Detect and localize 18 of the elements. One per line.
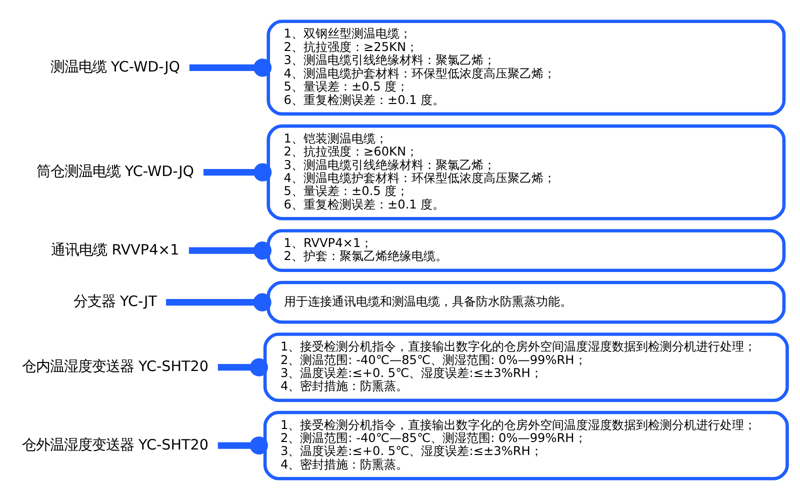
node-box: 1、接受检测分机指令，直接输出数字化的仓房外空间温度湿度数据到检测分机进行处理； 2、测温范围: -40℃—85℃、测湿范围: 0%—99%RH； 3、温度误差:≤+0. 5℃、湿度误差:≤±3%RH； 4、密封措施：防熏蒸。 [263,410,789,480]
node-box: 用于连接通讯电缆和测温电缆，具备防水防熏蒸功能。 [266,280,786,324]
connector [218,358,268,376]
node-text: 测温电缆 YC-WD-JQ [50,59,180,76]
node-box: 1、接受检测分机指令，直接输出数字化的仓房外空间温度湿度数据到检测分机进行处理； 2、测温范围: -40℃—85℃、测湿范围: 0%—99%RH； 3、温度误差:≤+0. 5℃、湿度误差:≤±3%RH； 4、密封措施：防熏蒸。 [263,332,789,402]
node-text: 仓内温湿度变送器 YC-SHT20 [22,359,208,376]
node-box: 1、铠装测温电缆； 2、抗拉强度：≥60KN； 3、测温电缆引线绝缘材料：聚氯乙烯； 4、测温电缆护套材料：环保型低浓度高压聚乙烯； 5、量误差：±0.5 度； 6、重复检测误差：±0.1 度。 [266,124,786,220]
connector [188,242,272,260]
connector [218,436,268,455]
node-box: 1、RVVP4×1； 2、护套：聚氯乙烯绝缘电缆。 [266,229,786,272]
connector [189,58,272,77]
node-text: 通讯电缆 RVVP4×1 [51,242,180,258]
node-text: 分支器 YC-JT [74,294,157,310]
node-box: 1、双钢丝型测温电缆； 2、抗拉强度：≥25KN； 3、测温电缆引线绝缘材料：聚氯乙烯； 4、测温电缆护套材料：环保型低浓度高压聚乙烯； 5、量误差：±0.5 度； 6、重复检测误差：±0.1 度。 [266,20,786,116]
connector [166,293,272,312]
node-text: 仓外温湿度变送器 YC-SHT20 [22,437,208,454]
node-text: 筒仓测温电缆 YC-WD-JQ [36,164,194,180]
connector [204,163,272,182]
